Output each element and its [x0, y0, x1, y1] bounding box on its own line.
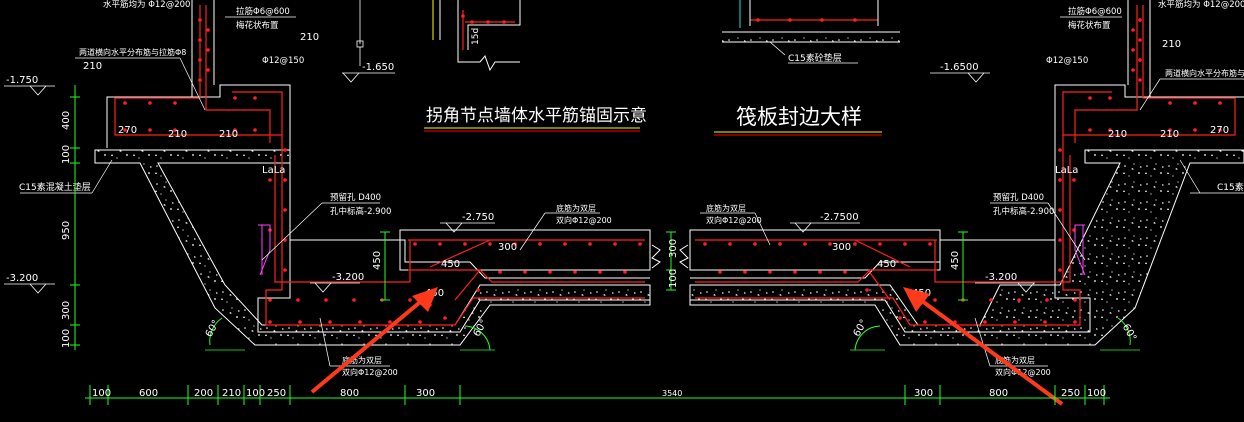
bottom-dimension-labels: 100 600 200 210 100 250 800 300 3540 300… — [92, 388, 1106, 399]
rebar-top-left-label: 水平筋均为 Φ12@200 — [103, 0, 190, 10]
titles: 拐角节点墙体水平筋锚固示意 筏板封边大样 — [424, 105, 882, 136]
dim-label: 250 — [1061, 388, 1080, 399]
tie-top-right-label: 拉筋Φ6@600 — [1068, 6, 1122, 17]
lala-right-label: LaLa — [1055, 165, 1078, 176]
dim-label: 100 — [246, 388, 265, 399]
dim-label: 450 — [372, 251, 383, 270]
dim-label: 300 — [416, 388, 435, 399]
anchor-15d-label: 15d — [471, 28, 481, 45]
bottom-mesh-left-2: 双向Φ12@200 — [342, 367, 398, 377]
dim-label: 300 — [61, 301, 72, 320]
top-center-fragments: 15d C15素砼垫层 — [432, 0, 900, 72]
dim-label: 800 — [989, 388, 1008, 399]
mesh-mid-left-1: 底筋为双层 — [556, 203, 596, 213]
title-corner-node: 拐角节点墙体水平筋锚固示意 — [426, 106, 647, 126]
dim-label: 210 — [168, 129, 187, 140]
level-left-1: -1.750 — [6, 75, 38, 86]
tie-top-right-label-2: 梅花状布置 — [1068, 20, 1111, 31]
left-dimension-chain — [70, 85, 80, 350]
dim-label: 250 — [267, 388, 286, 399]
right-section: 水平筋均为 Φ12@200 拉筋Φ6@600 梅花状布置 两道横向水平分布筋与拉… — [679, 0, 1244, 377]
dim-label: 300 — [498, 242, 517, 253]
bottom-mesh-left-1: 底筋为双层 — [342, 355, 382, 365]
dim-label: 450 — [877, 259, 896, 270]
level-left-5: -2.750 — [462, 212, 494, 223]
dim-label: 800 — [340, 388, 359, 399]
dim-label: 300 — [832, 242, 851, 253]
mesh-mid-right-2: 双向Φ12@200 — [706, 215, 762, 225]
bottom-dimension-chain — [85, 385, 1110, 405]
dim-label: 300 — [914, 388, 933, 399]
rebar-top-right-label: 水平筋均为 Φ12@200 — [1158, 0, 1244, 10]
dim-label: 210 — [1160, 129, 1179, 140]
dim-label: 600 — [139, 388, 158, 399]
dim-label: 210 — [219, 129, 238, 140]
dim-label: 100 — [668, 269, 679, 288]
dim-label: 210 — [83, 61, 102, 72]
dim-label: 210 — [1108, 129, 1127, 140]
dim-label: 210 — [1162, 39, 1181, 50]
level-right-1: -1.6500 — [940, 62, 979, 73]
level-left-4: -3.200 — [332, 272, 364, 283]
angle-right-2: 60° — [852, 318, 870, 339]
title-raft-edge: 筏板封边大样 — [736, 105, 862, 129]
mesh-mid-left-2: 双向Φ12@200 — [556, 215, 612, 225]
dim-label: 300 — [668, 239, 679, 258]
c15-top-label: C15素砼垫层 — [788, 52, 842, 64]
mesh-mid-right-1: 底筋为双层 — [706, 203, 746, 213]
dim-label: 100 — [61, 145, 72, 164]
hole-left-label-2: 孔中标高-2.900 — [330, 206, 391, 217]
dim-label: 270 — [118, 125, 137, 136]
anchor-note-left: 两道横向水平分布筋与拉筋Φ8 — [79, 47, 186, 57]
hole-right-label-2: 孔中标高-2.900 — [993, 206, 1054, 217]
dim-label: 450 — [950, 251, 961, 270]
level-left-3: -3.200 — [6, 273, 38, 284]
red-arrow-right — [903, 287, 1064, 406]
dim-label: 450 — [441, 259, 460, 270]
dim-label: 210 — [300, 32, 319, 43]
left-section: 水平筋均为 Φ12@200 拉筋Φ6@600 梅花状布置 两道横向水平分布筋与拉… — [4, 0, 661, 377]
angle-right-1: 60° — [1120, 322, 1138, 343]
lala-left-label: LaLa — [262, 165, 285, 176]
c15-right-label: C15素 — [1217, 181, 1244, 193]
dim-label: 210 — [222, 388, 241, 399]
rebar-150-right-label: Φ12@150 — [1046, 56, 1088, 66]
bottom-mesh-right-1: 底筋为双层 — [995, 355, 1035, 365]
level-right-3: -2.7500 — [820, 212, 859, 223]
angle-left-1: 60° — [204, 318, 222, 339]
hole-right-label: 预留孔 D400 — [993, 192, 1044, 203]
red-arrow-left — [310, 287, 438, 394]
dim-label: 100 — [92, 388, 111, 399]
rebar-150-left-label: Φ12@150 — [262, 56, 304, 66]
dim-label: 400 — [61, 111, 72, 130]
c15-left-label: C15素混凝土垫层 — [19, 181, 91, 193]
hole-left-label: 预留孔 D400 — [330, 192, 381, 203]
dim-label: 270 — [1210, 125, 1229, 136]
dim-label: 100 — [61, 329, 72, 348]
pit-dims — [380, 231, 968, 301]
dim-label: 3540 — [662, 389, 682, 398]
dim-label: 200 — [194, 388, 213, 399]
dim-label: 950 — [61, 221, 72, 240]
level-right-2: -3.200 — [985, 272, 1017, 283]
bottom-mesh-right-2: 双向Φ12@200 — [995, 367, 1051, 377]
dim-label: 100 — [1087, 388, 1106, 399]
level-left-2: -1.650 — [362, 62, 394, 73]
anchor-note-right: 两道横向水平分布筋与拉筋Φ8 — [1165, 68, 1244, 78]
tie-top-left-label-2: 梅花状布置 — [236, 20, 279, 31]
tie-top-left-label: 拉筋Φ6@600 — [236, 6, 290, 17]
